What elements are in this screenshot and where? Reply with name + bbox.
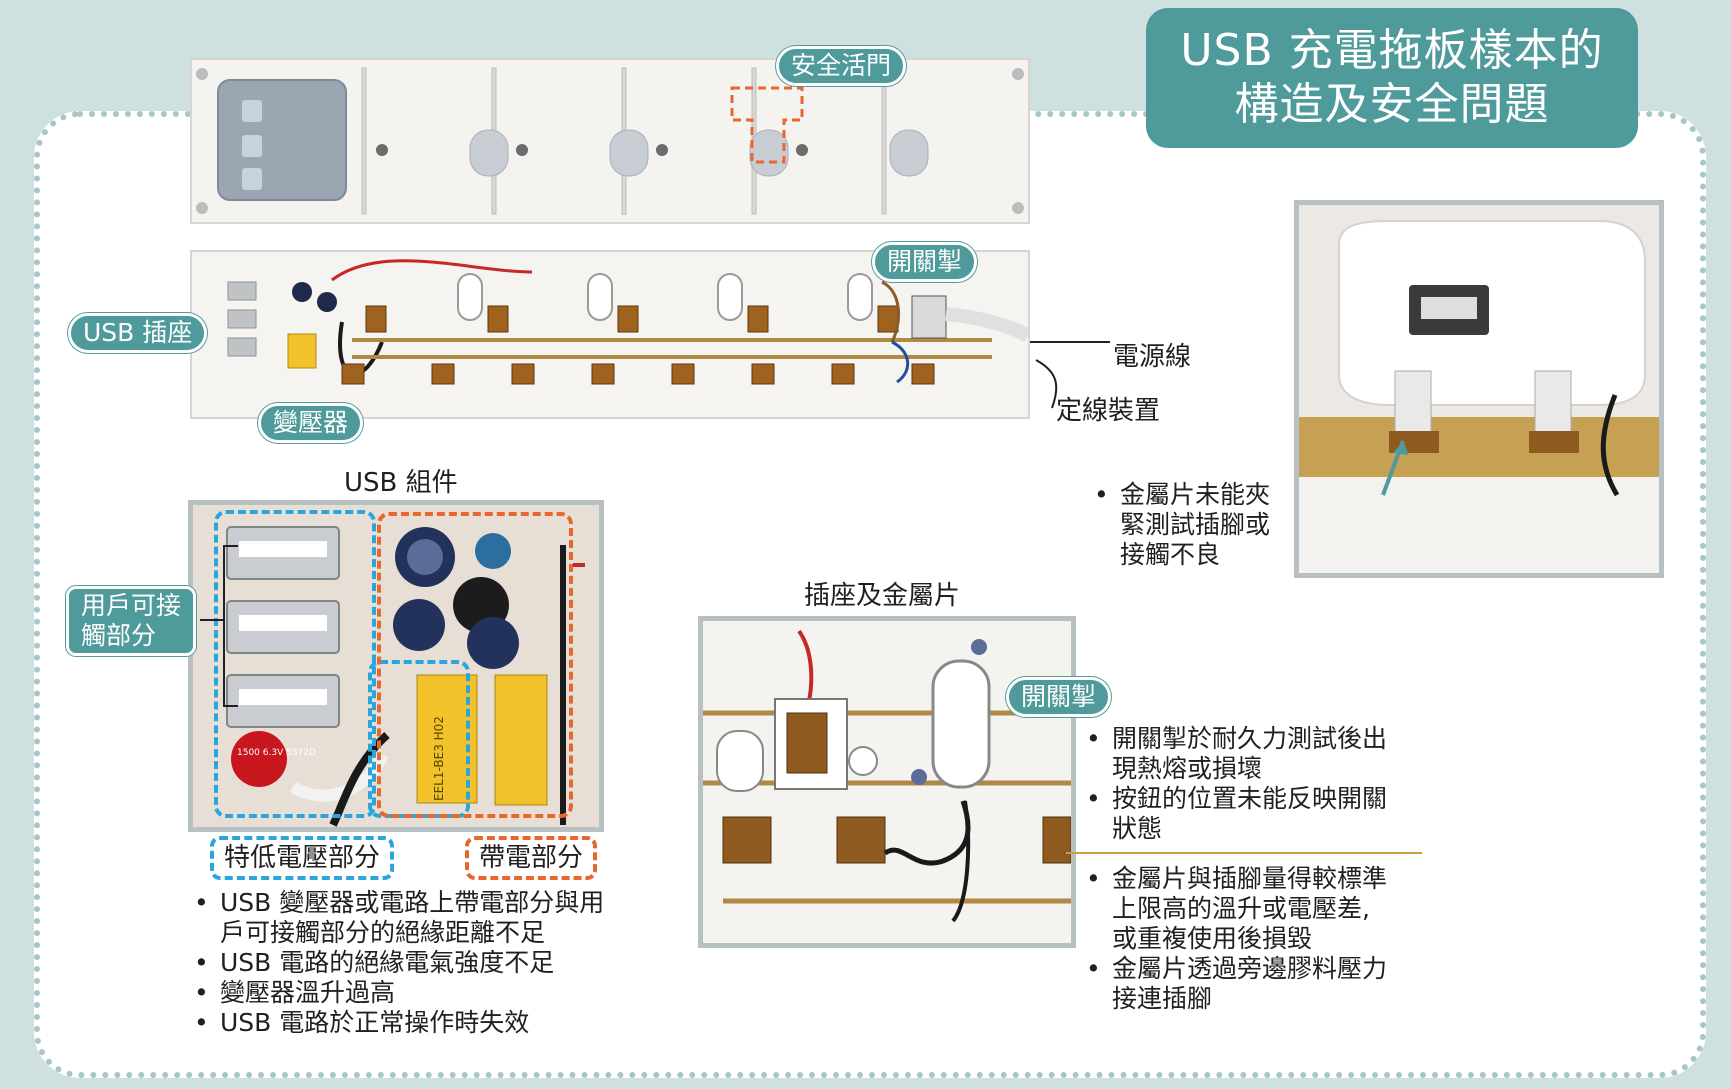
metal-issue-2-line-2: 接連插腳 — [1112, 984, 1213, 1013]
switch-issue-2-line-1: 按鈕的位置未能反映開關 — [1112, 784, 1388, 813]
title-line-1: USB 充電拖板樣本的 — [1180, 25, 1604, 76]
metal-issue-2: 金屬片透過旁邊膠料壓力 接連插腳 — [1086, 954, 1426, 1014]
legend-extra-low-voltage: 特低電壓部分 — [210, 836, 395, 880]
strip-front-photo — [190, 58, 1030, 224]
switch-issue-1-line-1: 開關掣於耐久力測試後出 — [1112, 724, 1388, 753]
usb-issue-3: 變壓器溫升過高 — [194, 978, 634, 1008]
usb-component-caption: USB 組件 — [344, 468, 458, 498]
usb-issue-1: USB 變壓器或電路上帶電部分與用 戶可接觸部分的絕緣距離不足 — [194, 888, 634, 948]
usb-board-photo: 1500 6.3V 5572D EEL1-BE3 H02 — [188, 500, 604, 832]
usb-issue-1-line-1: USB 變壓器或電路上帶電部分與用 — [220, 888, 605, 917]
label-transformer: 變壓器 — [258, 403, 364, 443]
switch-issue-1: 開關掣於耐久力測試後出 現熱熔或損壞 — [1086, 724, 1426, 784]
page-title: USB 充電拖板樣本的 構造及安全問題 — [1146, 8, 1638, 148]
label-user-accessible-line-1: 用戶可接 — [81, 591, 182, 620]
metal-issue-1: 金屬片與插腳量得較標準 上限高的溫升或電壓差, 或重複使用後損毀 — [1086, 864, 1426, 954]
plug-photo — [1294, 200, 1664, 578]
metal-issue-1-line-3: 或重複使用後損毀 — [1112, 924, 1313, 953]
socket-photo — [698, 616, 1076, 948]
usb-issues-list: USB 變壓器或電路上帶電部分與用 戶可接觸部分的絕緣距離不足 USB 電路的絕… — [194, 888, 634, 1038]
transformer-print: EEL1-BE3 H02 — [432, 716, 446, 801]
label-power-cord: 電源線 — [1113, 342, 1192, 372]
plug-issue-1-line-2: 緊測試插腳或 — [1120, 510, 1271, 539]
usb-issue-4: USB 電路於正常操作時失效 — [194, 1008, 634, 1038]
plug-issues-list: 金屬片未能夾 緊測試插腳或 接觸不良 — [1094, 480, 1290, 570]
socket-caption: 插座及金屬片 — [804, 581, 961, 611]
label-cord-anchorage: 定線裝置 — [1056, 396, 1161, 426]
label-switch-mid: 開關掣 — [1006, 677, 1112, 717]
label-user-accessible: 用戶可接 觸部分 — [66, 586, 197, 656]
label-switch-top: 開關掣 — [872, 242, 978, 282]
switch-issue-2-line-2: 狀態 — [1112, 814, 1163, 843]
metal-issue-2-line-1: 金屬片透過旁邊膠料壓力 — [1112, 954, 1388, 983]
switch-issue-1-line-2: 現熱熔或損壞 — [1112, 754, 1263, 783]
metal-issue-1-line-1: 金屬片與插腳量得較標準 — [1112, 864, 1388, 893]
capacitor-print: 1500 6.3V 5572D — [237, 748, 316, 758]
legend-live-part: 帶電部分 — [465, 836, 598, 880]
label-user-accessible-line-2: 觸部分 — [81, 621, 157, 650]
switch-issues-list: 開關掣於耐久力測試後出 現熱熔或損壞 按鈕的位置未能反映開關 狀態 — [1086, 724, 1426, 844]
plug-issue-1: 金屬片未能夾 緊測試插腳或 接觸不良 — [1094, 480, 1290, 570]
label-usb-socket: USB 插座 — [68, 313, 208, 353]
usb-issue-1-line-2: 戶可接觸部分的絕緣距離不足 — [220, 918, 546, 947]
label-safety-shutter: 安全活門 — [776, 46, 907, 86]
usb-issue-2: USB 電路的絕緣電氣強度不足 — [194, 948, 634, 978]
metal-strip-issues-list: 金屬片與插腳量得較標準 上限高的溫升或電壓差, 或重複使用後損毀 金屬片透過旁邊… — [1086, 864, 1426, 1014]
plug-issue-1-line-1: 金屬片未能夾 — [1120, 480, 1271, 509]
switch-issue-2: 按鈕的位置未能反映開關 狀態 — [1086, 784, 1426, 844]
plug-issue-1-line-3: 接觸不良 — [1120, 540, 1221, 569]
metal-issue-1-line-2: 上限高的溫升或電壓差, — [1112, 894, 1370, 923]
section-divider — [1066, 852, 1422, 854]
title-line-2: 構造及安全問題 — [1234, 79, 1550, 130]
live-part-region — [377, 512, 573, 818]
